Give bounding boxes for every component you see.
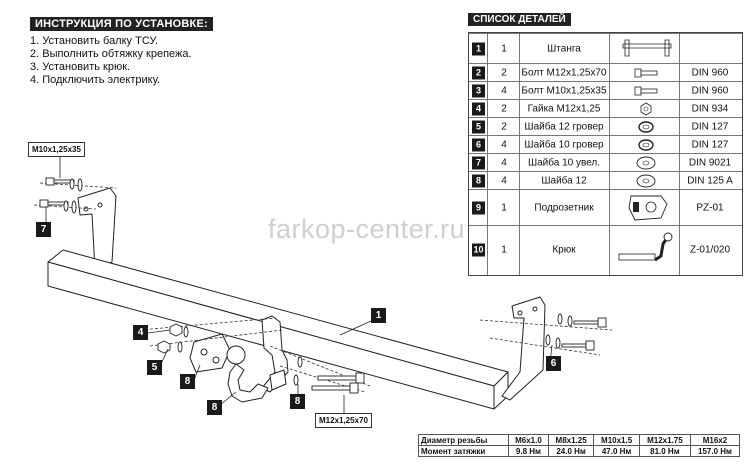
spring-washer-icon	[611, 136, 681, 154]
part-quantity: 4	[501, 157, 507, 169]
torque-value: 81.0 Нм	[638, 445, 691, 457]
thread-diameter-label: Диаметр резьбы	[418, 434, 509, 446]
callout-8: 8	[290, 394, 305, 409]
part-quantity: 2	[501, 67, 507, 79]
right-bracket	[501, 296, 546, 401]
parts-row: 5 2 Шайба 12 гровер DIN 127	[469, 117, 742, 136]
tightening-torque-label: Момент затяжки	[418, 445, 509, 457]
part-standard: DIN 960	[691, 85, 729, 97]
bolt-icon	[611, 82, 681, 100]
part-standard: DIN 125 A	[687, 175, 733, 187]
callout-7: 7	[36, 222, 51, 237]
part-number-badge: 4	[472, 102, 485, 116]
parts-row: 2 2 Болт M12x1,25x70 DIN 960	[469, 63, 742, 82]
torque-value: 9.8 Нм	[508, 445, 549, 457]
part-name: Шайба 10 увел.	[527, 157, 601, 169]
part-standard: PZ-01	[696, 202, 724, 214]
instruction-step: 1. Установить балку ТСУ.	[30, 35, 158, 47]
instruction-step: 2. Выполнить обтяжку крепежа.	[30, 48, 192, 60]
parts-row: 1 1 Штанга	[469, 33, 742, 64]
parts-row: 8 4 Шайба 12 DIN 125 A	[469, 171, 742, 190]
bar-icon	[611, 34, 681, 64]
instruction-step: 3. Установить крюк.	[30, 61, 131, 73]
parts-list-title: СПИСОК ДЕТАЛЕЙ	[468, 13, 571, 26]
part-quantity: 1	[501, 202, 507, 214]
washer-icon	[611, 154, 681, 172]
thread-size: M12x1.75	[638, 434, 691, 446]
part-name: Подрозетник	[534, 202, 594, 214]
part-standard: Z-01/020	[689, 244, 731, 256]
callout-4: 4	[133, 325, 148, 340]
part-quantity: 1	[501, 244, 507, 256]
torque-value: 157.0 Нм	[689, 445, 741, 457]
part-name: Болт M12x1,25x70	[521, 67, 607, 79]
part-standard: DIN 934	[691, 103, 729, 115]
instructions-list: 1. Установить балку ТСУ. 2. Выполнить об…	[30, 35, 230, 87]
instructions-title: ИНСТРУКЦИЯ ПО УСТАНОВКЕ:	[30, 17, 213, 31]
bolt-icon	[611, 64, 681, 82]
parts-row: 9 1 Подрозетник PZ-01	[469, 189, 742, 226]
part-number-badge: 8	[472, 174, 485, 188]
part-number-badge: 1	[472, 42, 485, 56]
part-quantity: 2	[501, 121, 507, 133]
bolt-size-label-top: M10x1,25x35	[28, 142, 85, 157]
part-quantity: 4	[501, 139, 507, 151]
socket-bracket-icon	[611, 190, 681, 226]
nut-icon	[611, 100, 681, 118]
tightening-torque-row: Момент затяжки 9.8 Нм 24.0 Нм 47.0 Нм 81…	[418, 445, 741, 457]
torque-value: 24.0 Нм	[547, 445, 595, 457]
part-number-badge: 9	[472, 201, 485, 215]
part-standard: DIN 960	[691, 67, 729, 79]
callout-8: 8	[207, 400, 222, 415]
tow-hook	[189, 333, 269, 403]
torque-value: 47.0 Нм	[593, 445, 640, 457]
parts-row: 6 4 Шайба 10 гровер DIN 127	[469, 135, 742, 154]
thread-size: M6x1.0	[508, 434, 549, 446]
part-name: Шайба 12	[541, 175, 587, 187]
part-standard: DIN 127	[691, 139, 729, 151]
bolt-size-label-bottom: M12x1,25x70	[315, 413, 372, 428]
part-name: Штанга	[547, 43, 581, 55]
part-name: Крюк	[552, 244, 576, 256]
torque-table: Диаметр резьбы M6x1.0 M8x1.25 M10x1.5 M1…	[418, 434, 741, 457]
callout-5: 5	[147, 360, 162, 375]
hook-icon	[611, 226, 681, 274]
part-standard: DIN 9021	[688, 157, 732, 169]
part-number-badge: 3	[472, 84, 485, 98]
part-name: Гайка M12x1,25	[527, 103, 601, 115]
thread-size: M10x1.5	[593, 434, 640, 446]
watermark: farkop-center.ru	[268, 214, 466, 244]
parts-row: 7 4 Шайба 10 увел. DIN 9021	[469, 153, 742, 172]
parts-row: 3 4 Болт M10x1,25x35 DIN 960	[469, 81, 742, 100]
part-name: Болт M10x1,25x35	[521, 85, 607, 97]
thread-diameter-row: Диаметр резьбы M6x1.0 M8x1.25 M10x1.5 M1…	[418, 434, 741, 446]
parts-row: 4 2 Гайка M12x1,25 DIN 934	[469, 99, 742, 118]
callout-1: 1	[371, 308, 386, 323]
spring-washer-icon	[611, 118, 681, 136]
part-quantity: 2	[501, 103, 507, 115]
part-quantity: 4	[501, 85, 507, 97]
instruction-step: 4. Подключить электрику.	[30, 74, 161, 86]
parts-row: 10 1 Крюк Z-01/020	[469, 225, 742, 274]
hook-mount	[261, 315, 289, 393]
thread-size: M8x1.25	[547, 434, 595, 446]
callout-6: 6	[546, 356, 561, 371]
part-standard: DIN 127	[691, 121, 729, 133]
thread-size: M16x2	[689, 434, 741, 446]
part-name: Шайба 10 гровер	[524, 139, 604, 151]
installation-instructions: ИНСТРУКЦИЯ ПО УСТАНОВКЕ: 1. Установить б…	[30, 14, 230, 87]
part-number-badge: 2	[472, 66, 485, 80]
callout-8: 8	[180, 374, 195, 389]
part-number-badge: 10	[472, 243, 485, 257]
part-quantity: 1	[501, 43, 507, 55]
part-number-badge: 5	[472, 120, 485, 134]
part-number-badge: 6	[472, 138, 485, 152]
part-name: Шайба 12 гровер	[524, 121, 604, 133]
part-number-badge: 7	[472, 156, 485, 170]
washer-icon	[611, 172, 681, 190]
part-quantity: 4	[501, 175, 507, 187]
